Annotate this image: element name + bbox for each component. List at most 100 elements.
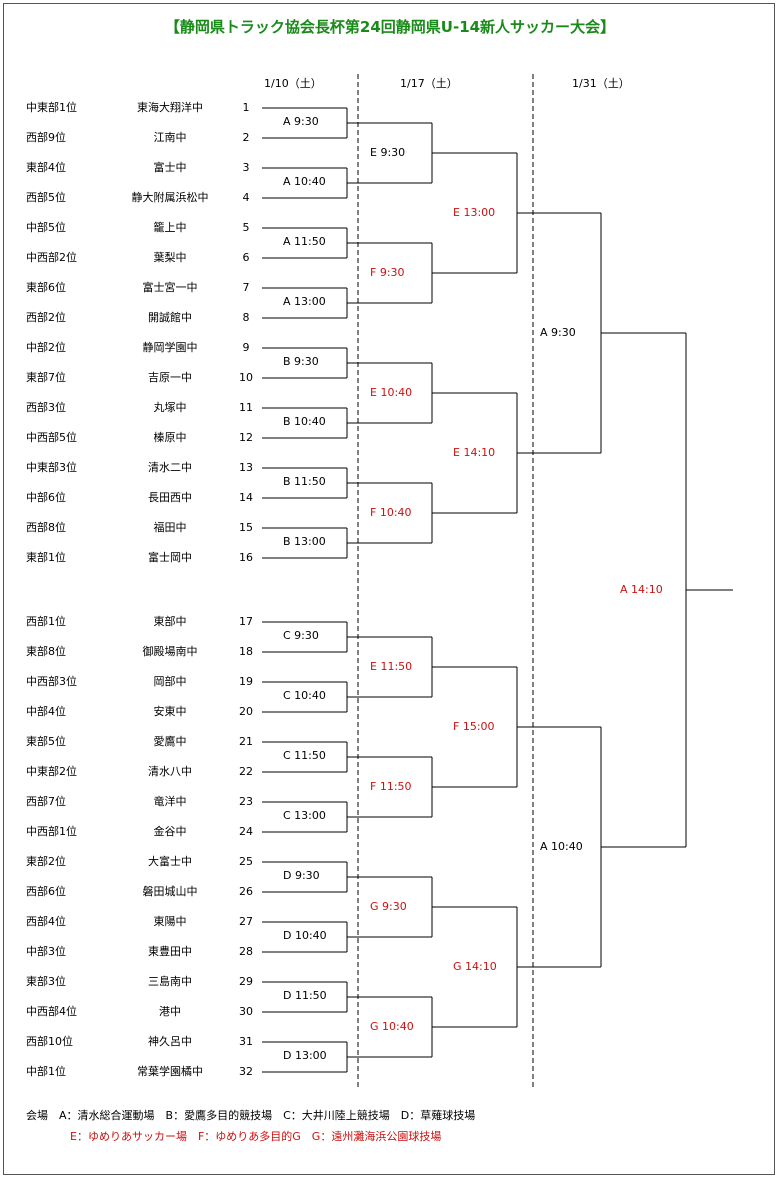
team-name: 東陽中 [153,915,187,928]
team-number: 12 [239,431,253,444]
match-label-r1: A 11:50 [283,235,326,248]
team-number: 7 [242,281,250,294]
team-number: 3 [242,161,250,174]
team-name: 東豊田中 [148,945,192,958]
team-number: 22 [239,765,253,778]
team-number: 18 [239,645,253,658]
team-seed: 西部9位 [26,131,66,144]
match-label-r1: A 10:40 [283,175,326,188]
team-seed: 西部8位 [26,521,66,534]
match-label-r1: B 10:40 [283,415,326,428]
match-label-r2: E 10:40 [370,386,413,399]
match-label-r1: A 13:00 [283,295,326,308]
match-label-r1: C 10:40 [283,689,326,702]
team-number: 21 [239,735,253,748]
match-label-r2: F 11:50 [370,780,412,793]
match-label-r1: B 9:30 [283,355,319,368]
team-seed: 中西部3位 [26,675,77,688]
team-seed: 中部5位 [26,221,66,234]
team-name: 富士中 [153,161,187,174]
team-number: 27 [239,915,253,928]
legend-line-2: E：ゆめりあサッカー場 F：ゆめりあ多目的G G：遠州灘海浜公園球技場 [70,1130,442,1143]
match-label-r1: C 13:00 [283,809,326,822]
team-name: 三島南中 [148,975,192,988]
match-label-r1: D 9:30 [283,869,320,882]
team-number: 17 [239,615,253,628]
team-seed: 西部6位 [26,885,66,898]
team-name: 竜洋中 [153,795,187,808]
team-seed: 中西部5位 [26,431,77,444]
match-label-r3: E 13:00 [453,206,496,219]
team-number: 6 [242,251,250,264]
date-header: 1/10（土） [264,77,322,90]
team-number: 14 [239,491,253,504]
team-seed: 中部4位 [26,705,66,718]
team-number: 10 [239,371,253,384]
page-title: 【静岡県トラック協会長杯第24回静岡県U-14新人サッカー大会】 [164,18,616,36]
team-name: 港中 [159,1005,181,1018]
team-seed: 中西部4位 [26,1005,77,1018]
team-name: 安東中 [153,705,187,718]
team-name: 丸塚中 [153,401,187,414]
match-label-r3: G 14:10 [453,960,497,973]
match-label-r1: B 13:00 [283,535,326,548]
team-name: 富士岡中 [148,551,192,564]
match-label-r3: E 14:10 [453,446,496,459]
team-name: 神久呂中 [148,1035,192,1048]
team-name: 福田中 [153,521,187,534]
team-seed: 中西部1位 [26,825,77,838]
team-name: 東海大翔洋中 [137,101,203,114]
team-seed: 中部6位 [26,491,66,504]
team-seed: 東部8位 [26,645,66,658]
team-seed: 東部7位 [26,371,66,384]
team-name: 大富士中 [148,855,192,868]
team-number: 28 [239,945,253,958]
match-label-r2: E 11:50 [370,660,413,673]
team-number: 9 [242,341,250,354]
team-seed: 中西部2位 [26,251,77,264]
team-name: 静岡学園中 [142,341,198,354]
team-number: 11 [239,401,253,414]
team-number: 2 [242,131,250,144]
match-label-r1: D 10:40 [283,929,327,942]
match-label-r1: A 9:30 [283,115,319,128]
team-number: 26 [239,885,253,898]
team-number: 19 [239,675,253,688]
team-name: 江南中 [153,131,187,144]
team-number: 25 [239,855,253,868]
team-name: 榛原中 [153,431,187,444]
team-number: 5 [242,221,250,234]
team-name: 岡部中 [153,675,187,688]
match-label-r1: D 13:00 [283,1049,327,1062]
team-name: 葉梨中 [153,251,187,264]
team-seed: 中部2位 [26,341,66,354]
match-label-r4: A 9:30 [540,326,576,339]
team-number: 4 [242,191,250,204]
team-seed: 西部5位 [26,191,66,204]
match-label-r1: C 11:50 [283,749,326,762]
team-number: 30 [239,1005,253,1018]
team-number: 8 [242,311,250,324]
match-label-r1: C 9:30 [283,629,319,642]
team-seed: 東部1位 [26,551,66,564]
team-seed: 中部3位 [26,945,66,958]
date-header: 1/31（土） [572,77,630,90]
team-seed: 東部5位 [26,735,66,748]
legend-line-1: 会場 A：清水総合運動場 B：愛鷹多目的競技場 C：大井川陸上競技場 D：草薙球… [26,1109,476,1122]
team-seed: 西部4位 [26,915,66,928]
match-label-r3: F 15:00 [453,720,495,733]
match-label-r4: A 10:40 [540,840,583,853]
team-number: 13 [239,461,253,474]
team-seed: 東部6位 [26,281,66,294]
match-label-r2: F 9:30 [370,266,405,279]
team-name: 清水二中 [148,461,192,474]
team-seed: 中東部1位 [26,101,77,114]
team-number: 29 [239,975,253,988]
team-number: 20 [239,705,253,718]
team-seed: 中東部2位 [26,765,77,778]
team-number: 24 [239,825,253,838]
team-seed: 東部2位 [26,855,66,868]
date-header: 1/17（土） [400,77,458,90]
team-name: 富士宮一中 [142,281,198,294]
